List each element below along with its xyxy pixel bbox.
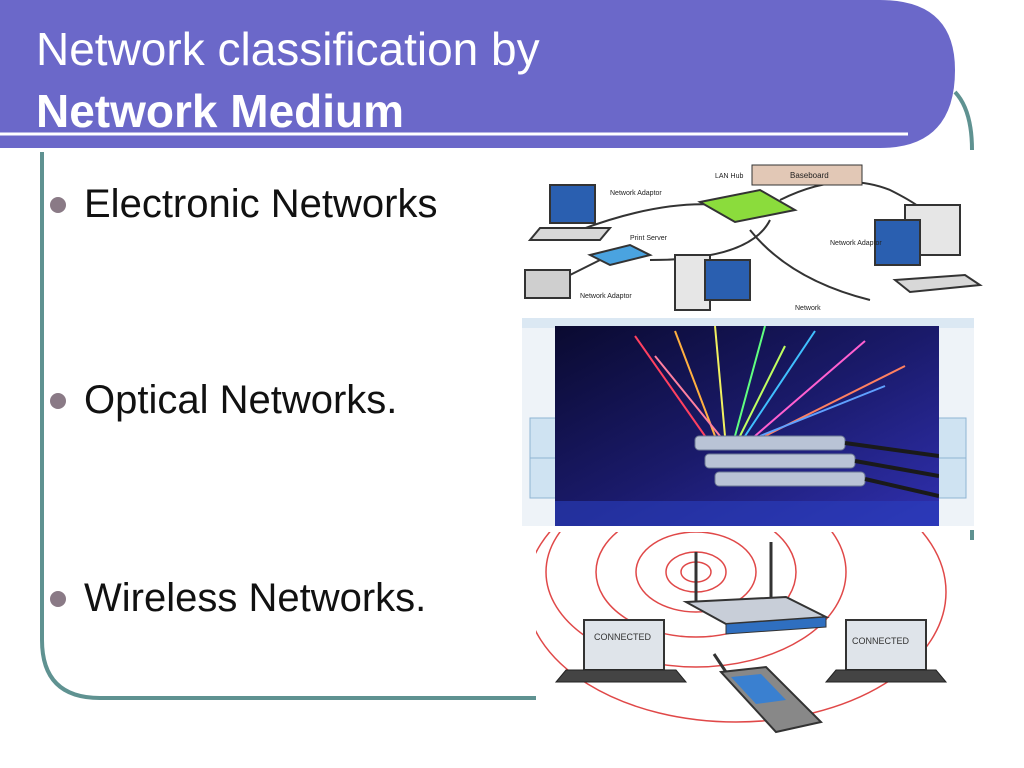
baseboard-label: Baseboard bbox=[790, 171, 829, 180]
connected-label-left: CONNECTED bbox=[594, 632, 652, 642]
connected-label-right: CONNECTED bbox=[852, 636, 910, 646]
label-network: Network bbox=[795, 305, 821, 312]
bullet-icon bbox=[50, 196, 66, 213]
electronic-network-image: Baseboard Network Adaptor LAN Hub Print … bbox=[510, 160, 988, 312]
optical-fiber-image bbox=[555, 326, 939, 526]
bullet-item-wireless: Wireless Networks. bbox=[50, 576, 426, 621]
bullet-text: Wireless Networks. bbox=[84, 576, 427, 620]
label-network-adaptor-3: Network Adaptor bbox=[580, 293, 632, 300]
label-network-adaptor-1: Network Adaptor bbox=[610, 190, 662, 197]
bullet-item-electronic: Electronic Networks bbox=[50, 182, 437, 227]
wireless-network-image: CONNECTED CONNECTED bbox=[536, 532, 970, 742]
label-print-server: Print Server bbox=[630, 235, 668, 242]
label-network-adaptor-2: Network Adaptor bbox=[830, 240, 882, 247]
slide-subtitle: Network Medium bbox=[36, 85, 405, 137]
bullet-icon bbox=[50, 590, 66, 607]
bullet-icon bbox=[50, 392, 66, 409]
bullet-text: Electronic Networks bbox=[84, 182, 438, 226]
bullet-item-optical: Optical Networks. bbox=[50, 378, 397, 423]
label-lan-hub: LAN Hub bbox=[715, 173, 744, 180]
slide-title: Network classification by bbox=[36, 23, 540, 75]
title-bar bbox=[0, 0, 955, 148]
bullet-text: Optical Networks. bbox=[84, 378, 398, 422]
